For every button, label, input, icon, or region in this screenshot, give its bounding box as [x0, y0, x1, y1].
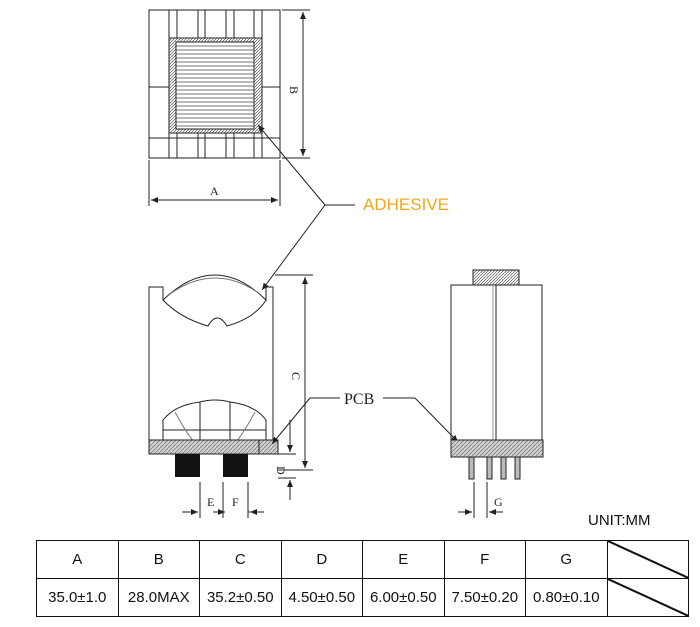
table-value-cell: 0.80±0.10 [525, 578, 608, 617]
table-value-cell: 35.2±0.50 [199, 578, 282, 617]
pin-4 [514, 456, 521, 480]
dim-a-label: A [210, 184, 219, 198]
table-header-cell: E [362, 540, 445, 579]
dimension-table: A B C D E F G 35.0±1.0 28.0MAX 35.2±0.50… [36, 540, 689, 617]
dim-g-label: G [494, 495, 503, 509]
dim-f-label: F [232, 495, 239, 509]
dim-c-label: C [289, 372, 303, 380]
dim-d-label: D [274, 466, 288, 475]
table-header-cell: A [36, 540, 119, 579]
pin-3 [500, 456, 507, 480]
table-blank-cell [606, 540, 689, 579]
side-top-cap [472, 269, 520, 286]
side-pcb [450, 439, 544, 458]
side-view [450, 269, 544, 518]
table-value-cell: 28.0MAX [117, 578, 200, 617]
top-view-frame [148, 9, 281, 159]
front-pcb-tab [258, 439, 279, 455]
unit-label: UNIT:MM [588, 512, 651, 529]
adhesive-leader [257, 124, 355, 291]
front-view [148, 274, 313, 518]
table-header-cell: D [280, 540, 363, 579]
table-value-cell: 6.00±0.50 [362, 578, 445, 617]
pin-1 [468, 456, 475, 480]
table-header-cell: G [525, 540, 608, 579]
pad-left [175, 454, 200, 477]
dim-b-label: B [287, 86, 301, 94]
table-value-cell: 4.50±0.50 [280, 578, 363, 617]
front-pcb [148, 439, 275, 455]
pcb-label: PCB [344, 391, 374, 408]
table-header-cell: B [117, 540, 200, 579]
table-blank-cell [606, 578, 689, 617]
winding-lines [176, 45, 254, 127]
top-view [148, 9, 310, 206]
dim-e-label: E [207, 495, 214, 509]
table-value-cell: 7.50±0.20 [443, 578, 526, 617]
table-value-cell: 35.0±1.0 [36, 578, 119, 617]
table-value-row: 35.0±1.0 28.0MAX 35.2±0.50 4.50±0.50 6.0… [36, 578, 689, 617]
table-header-cell: C [199, 540, 282, 579]
pin-2 [486, 456, 493, 480]
table-header-row: A B C D E F G [36, 540, 689, 579]
pad-right [223, 454, 248, 477]
adhesive-label: ADHESIVE [363, 195, 449, 214]
table-header-cell: F [443, 540, 526, 579]
